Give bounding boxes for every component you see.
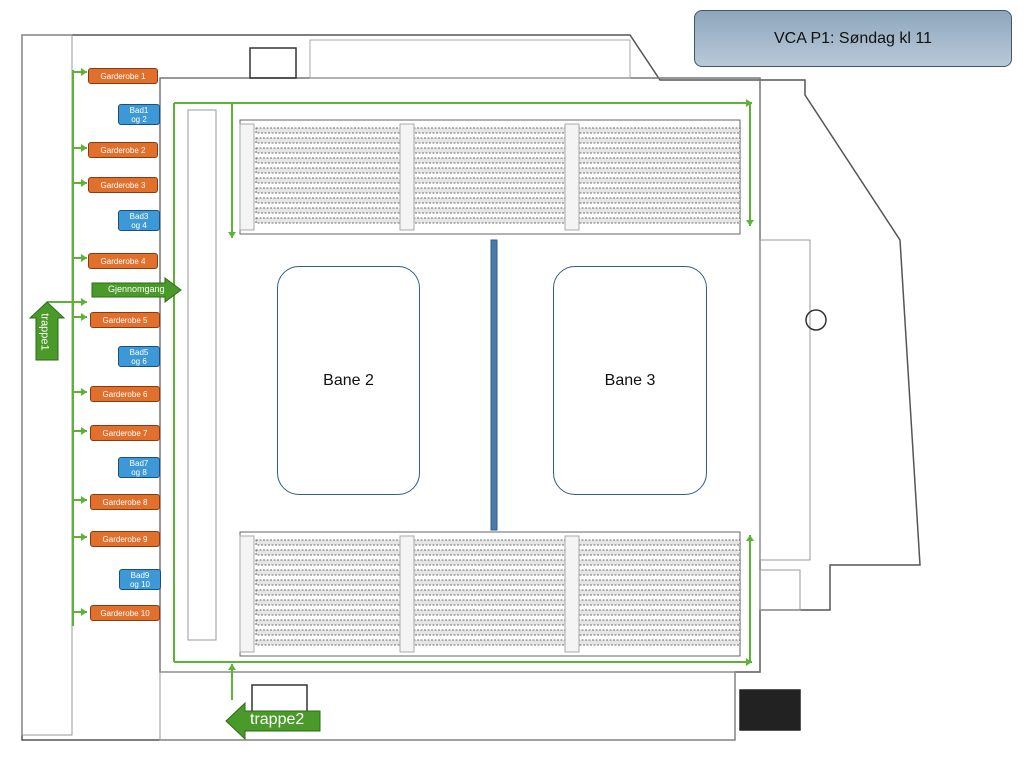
bad-3-4: Bad3 og 4 <box>118 210 160 231</box>
seat-row <box>255 197 741 204</box>
seat-row <box>255 639 741 646</box>
route-arrowhead <box>746 535 754 541</box>
seating-block <box>239 119 741 235</box>
court-divider-net <box>490 239 498 531</box>
seat-row <box>255 137 741 144</box>
aisle <box>399 535 415 653</box>
seat-row <box>255 157 741 164</box>
garderobe-6: Garderobe 6 <box>90 386 160 402</box>
bad-9-10: Bad9 og 10 <box>119 569 161 590</box>
seat-row <box>255 599 741 606</box>
route-arrowhead <box>81 608 87 616</box>
gjennomgang-label: Gjennomgang <box>108 284 165 294</box>
route-arrowhead <box>81 144 87 152</box>
trappe1-label: trappe1 <box>38 313 51 351</box>
seat-row <box>255 217 741 224</box>
route-arrowhead <box>81 68 87 76</box>
title-box: VCA P1: Søndag kl 11 <box>694 10 1012 67</box>
garderobe-8: Garderobe 8 <box>90 494 160 510</box>
seat-row <box>255 569 741 576</box>
route-arrowhead <box>81 533 87 541</box>
seat-row <box>255 549 741 556</box>
bad-7-8: Bad7 og 8 <box>118 457 160 478</box>
seat-row <box>255 147 741 154</box>
route-arrowhead <box>746 220 754 226</box>
route-arrowhead <box>81 298 87 306</box>
garderobe-2: Garderobe 2 <box>88 142 158 158</box>
garderobe-10: Garderobe 10 <box>90 605 160 621</box>
route-arrowhead <box>81 388 87 396</box>
garderobe-4: Garderobe 4 <box>88 253 158 269</box>
seat-row <box>255 619 741 626</box>
aisle <box>399 123 415 231</box>
garderobe-9: Garderobe 9 <box>90 531 160 547</box>
route-arrowhead <box>228 232 236 238</box>
seat-row <box>255 187 741 194</box>
trappe1-arrow <box>28 301 66 361</box>
seat-row <box>255 127 741 134</box>
court-bane-3: Bane 3 <box>553 266 707 495</box>
aisle <box>564 123 580 231</box>
seat-row <box>255 579 741 586</box>
aisle <box>239 535 255 653</box>
aisle <box>564 535 580 653</box>
bad-1-2: Bad1 og 2 <box>118 104 160 125</box>
route-arrowhead <box>81 179 87 187</box>
seat-row <box>255 559 741 566</box>
garderobe-7: Garderobe 7 <box>90 425 160 441</box>
spectator-seating <box>239 119 741 657</box>
route-arrowhead <box>81 313 87 321</box>
route-arrowhead <box>81 427 87 435</box>
seat-row <box>255 167 741 174</box>
garderobe-3: Garderobe 3 <box>88 177 158 193</box>
route-arrowhead <box>81 254 87 262</box>
seat-row <box>255 629 741 636</box>
seat-row <box>255 589 741 596</box>
trappe2-arrow <box>225 701 321 741</box>
walking-route <box>47 68 754 700</box>
seat-row <box>255 539 741 546</box>
garderobe-1: Garderobe 1 <box>88 68 158 84</box>
building-walls <box>21 34 921 741</box>
route-arrowhead <box>228 664 236 670</box>
trappe2-label: trappe2 <box>250 711 305 728</box>
gjennomgang-arrow <box>91 277 182 303</box>
aisle <box>239 123 255 231</box>
court-bane-2: Bane 2 <box>277 266 420 495</box>
bad-5-6: Bad5 og 6 <box>118 346 160 367</box>
route-arrowhead <box>81 496 87 504</box>
seat-row <box>255 177 741 184</box>
garderobe-5: Garderobe 5 <box>90 312 160 328</box>
seat-row <box>255 207 741 214</box>
seat-row <box>255 609 741 616</box>
